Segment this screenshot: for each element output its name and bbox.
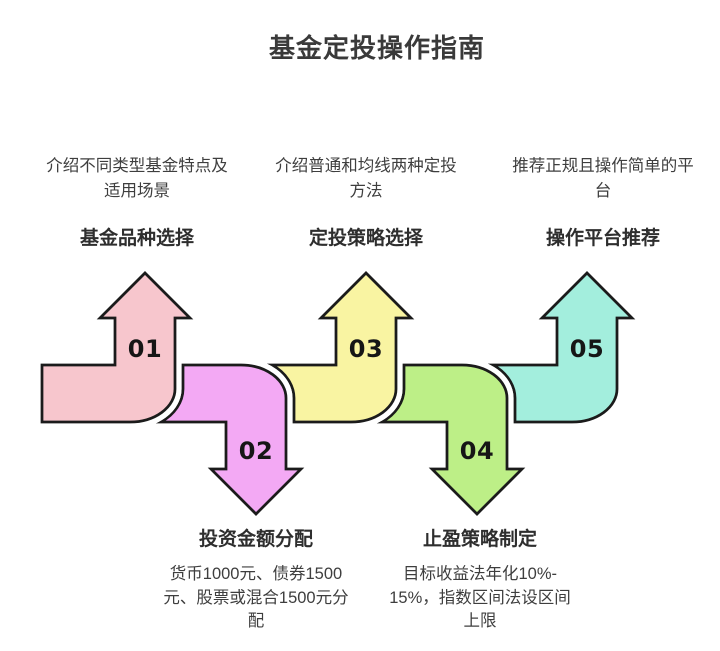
step-5-description: 推荐正规且操作简单的平 台 [512,157,694,200]
step-4-description: 目标收益法年化10%- 15%，指数区间法设区间 上限 [389,565,571,630]
step-4-number: 04 [460,437,494,465]
step-3-heading: 定投策略选择 [308,228,423,249]
page-title: 基金定投操作指南 [268,33,485,63]
step-3-description: 介绍普通和均线两种定投 方法 [275,157,457,200]
step-5-number: 05 [570,335,604,363]
step-3-number: 03 [349,335,383,363]
step-2-number: 02 [239,437,273,465]
step-3-arrow [266,271,415,424]
step-1-arrow [40,271,194,424]
step-1-number: 01 [128,335,162,363]
step-2-description: 货币1000元、债券1500 元、股票或混合1500元分 配 [163,565,349,630]
step-5-arrow [487,271,636,424]
step-1-heading: 基金品种选择 [79,228,194,249]
step-5-heading: 操作平台推荐 [545,228,660,249]
step-1-description: 介绍不同类型基金特点及 适用场景 [46,157,228,200]
step-2-arrow [155,363,305,516]
step-4-heading: 止盈策略制定 [422,529,537,550]
step-2-heading: 投资金额分配 [198,529,313,550]
step-4-arrow [376,363,526,516]
